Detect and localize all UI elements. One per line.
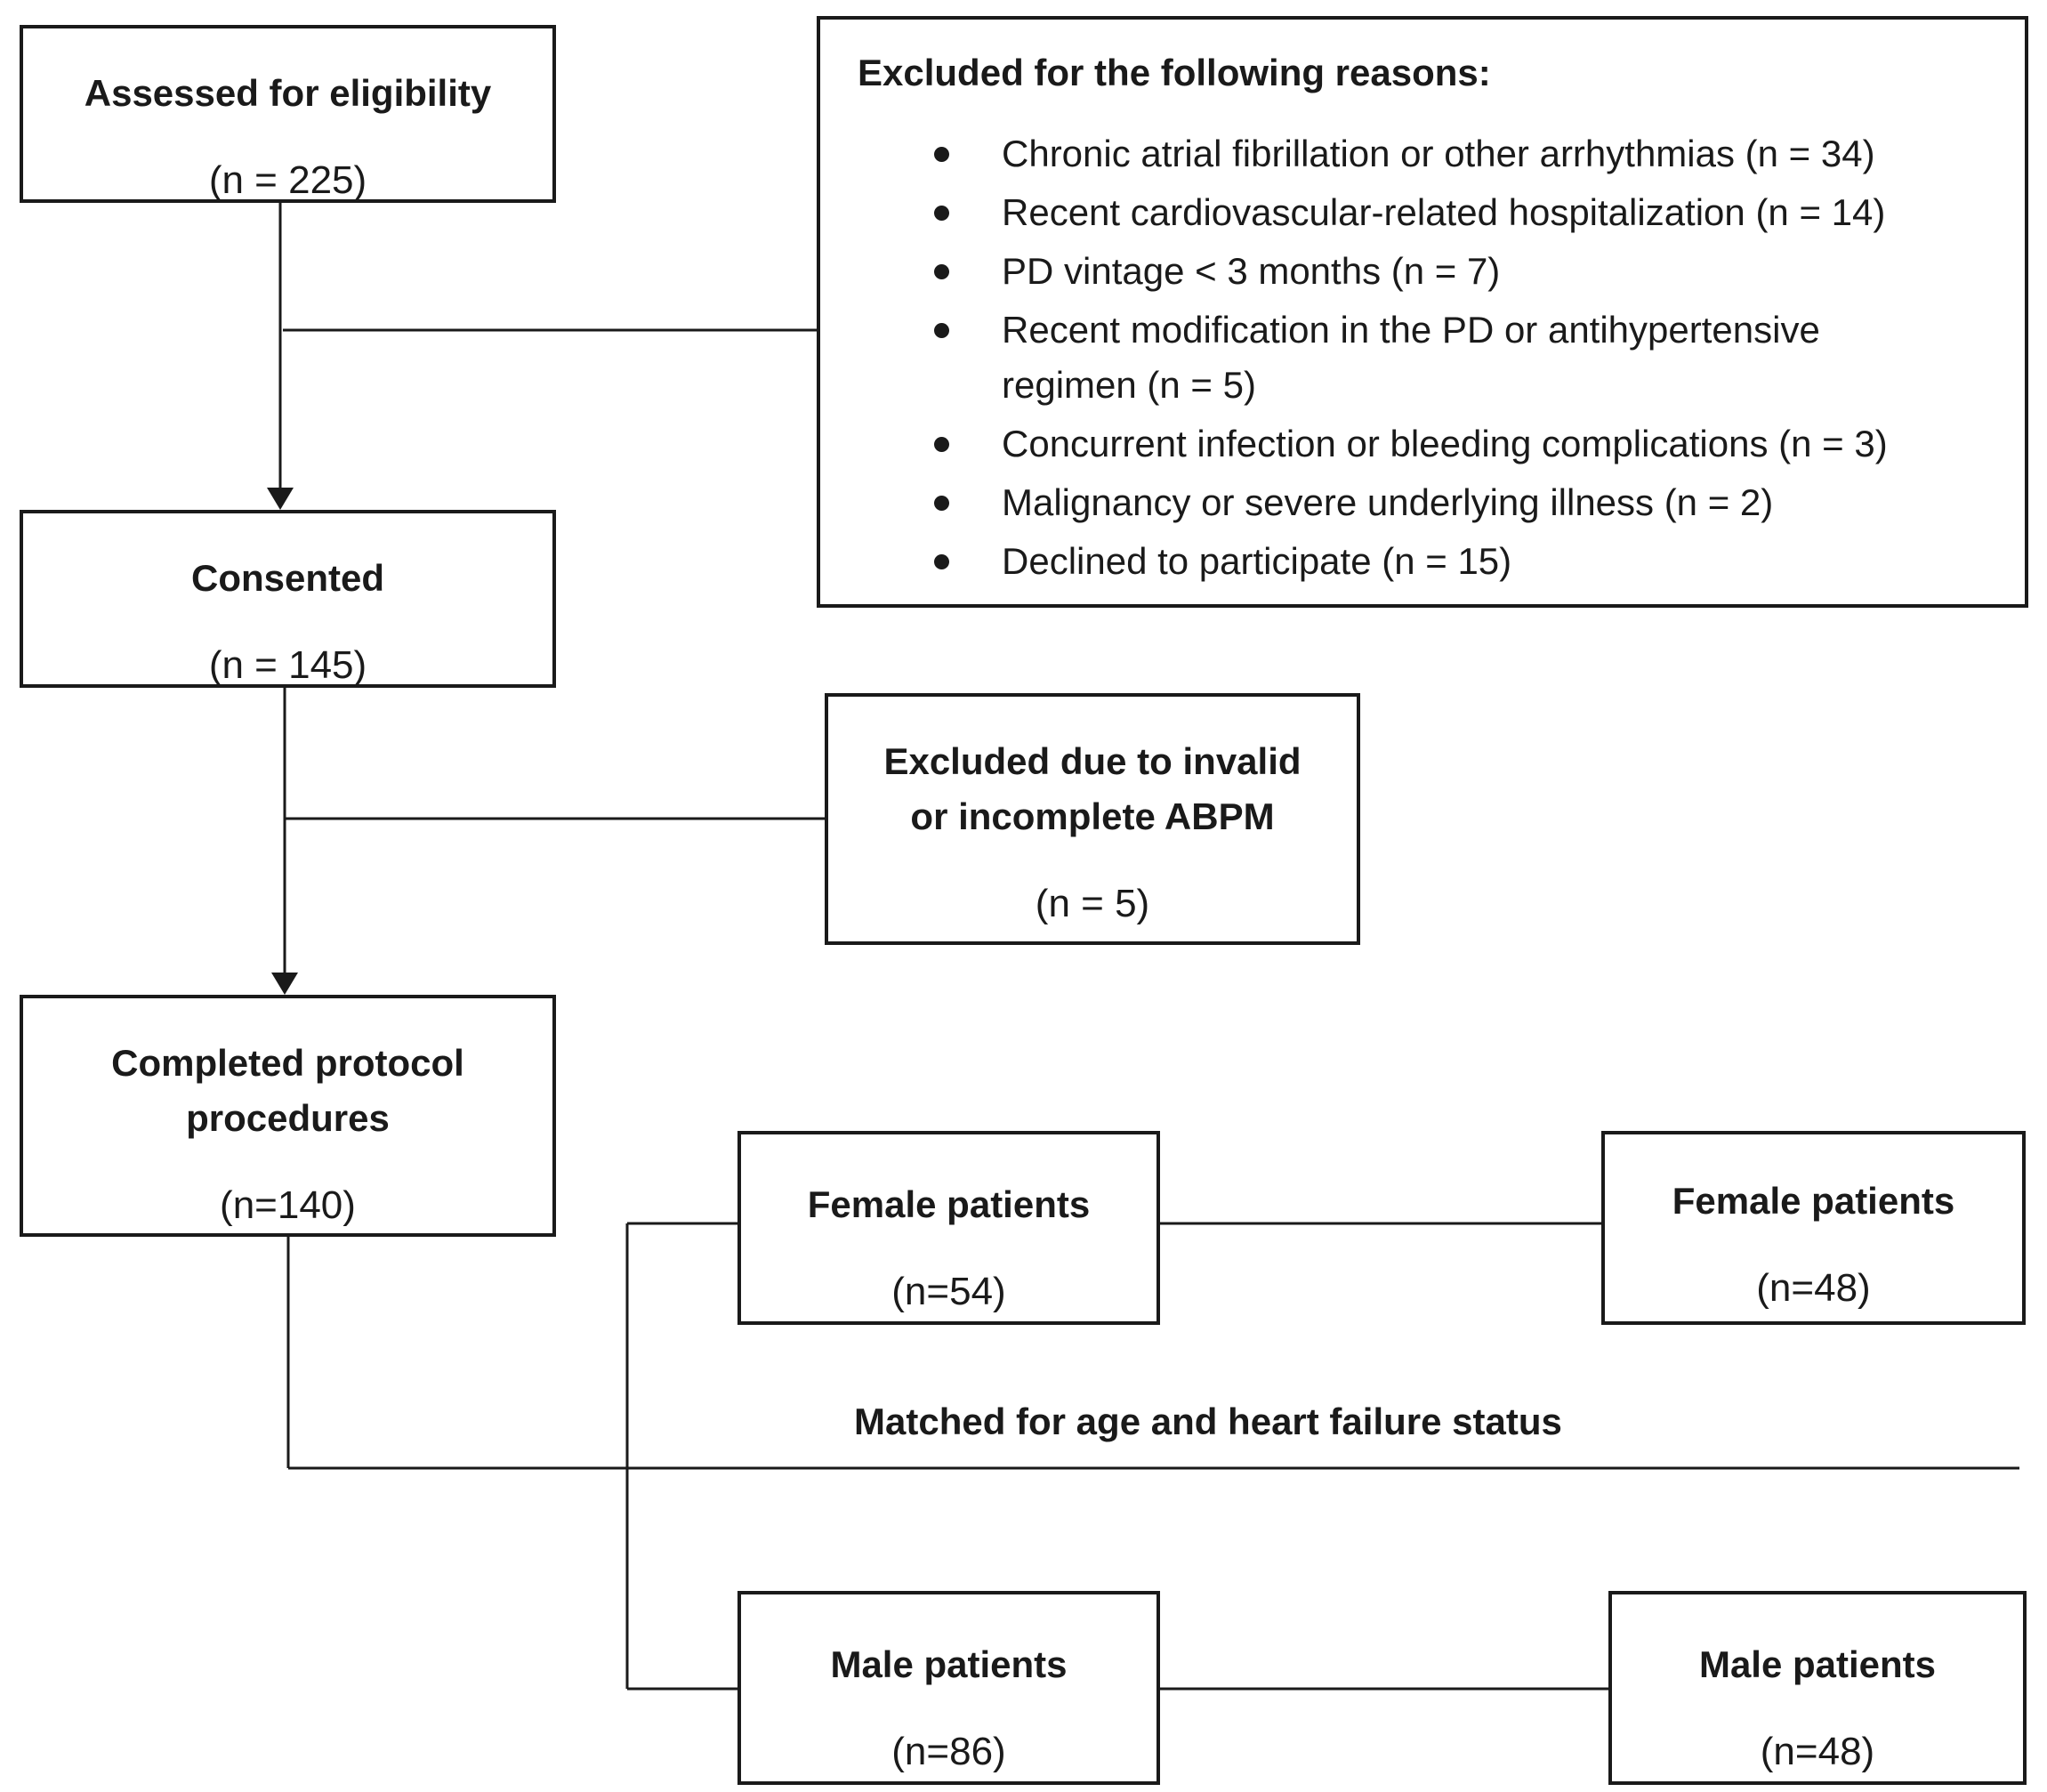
male-patients-before-box: Male patients (n=86) — [737, 1591, 1160, 1785]
reason-text: PD vintage < 3 months (n = 7) — [1002, 250, 1501, 292]
female-after-count: (n=48) — [1756, 1266, 1871, 1310]
invalid-count: (n = 5) — [1035, 882, 1150, 925]
bullet-icon — [934, 147, 949, 162]
invalid-title: Excluded due to invalid or incomplete AB… — [883, 740, 1302, 837]
male-before-title: Male patients — [830, 1643, 1068, 1685]
bullet-icon — [934, 496, 949, 511]
list-item: Concurrent infection or bleeding complic… — [858, 416, 1927, 472]
female-before-title: Female patients — [807, 1183, 1091, 1225]
bullet-icon — [934, 437, 949, 452]
consented-box: Consented (n = 145) — [20, 510, 556, 688]
assessed-title: Assessed for eligibility — [84, 72, 492, 114]
reason-text: Chronic atrial fibrillation or other arr… — [1002, 133, 1875, 174]
male-after-count: (n=48) — [1760, 1730, 1875, 1773]
consented-count: (n = 145) — [208, 643, 367, 687]
matched-label: Matched for age and heart failure status — [854, 1401, 1562, 1442]
excluded-reasons-list: Chronic atrial fibrillation or other arr… — [858, 126, 1989, 589]
assessed-box: Assessed for eligibility (n = 225) — [20, 25, 556, 203]
consented-title: Consented — [190, 557, 384, 599]
male-after-title: Male patients — [1698, 1643, 1937, 1685]
list-item: Recent cardiovascular-related hospitaliz… — [858, 185, 1927, 240]
female-patients-before-box: Female patients (n=54) — [737, 1131, 1160, 1325]
excluded-title: Excluded for the following reasons: — [858, 52, 1491, 93]
reason-text: Malignancy or severe underlying illness … — [1002, 481, 1774, 523]
male-before-count: (n=86) — [891, 1730, 1006, 1773]
excluded-reasons-box: Excluded for the following reasons: Chro… — [817, 16, 2028, 608]
reason-text: Concurrent infection or bleeding complic… — [1002, 423, 1888, 464]
completed-title: Completed protocol procedures — [111, 1042, 464, 1139]
list-item: Malignancy or severe underlying illness … — [858, 475, 1927, 530]
assessed-count: (n = 225) — [208, 158, 367, 202]
bullet-icon — [934, 264, 949, 279]
list-item: Chronic atrial fibrillation or other arr… — [858, 126, 1927, 182]
bullet-icon — [934, 323, 949, 338]
list-item: Recent modification in the PD or antihyp… — [858, 303, 1927, 413]
reason-text: Declined to participate (n = 15) — [1002, 540, 1512, 582]
bullet-icon — [934, 206, 949, 221]
completed-box: Completed protocol procedures (n=140) — [20, 995, 556, 1237]
arrowhead-completed — [271, 973, 298, 995]
reason-text: Recent cardiovascular-related hospitaliz… — [1002, 191, 1886, 233]
completed-count: (n=140) — [220, 1183, 356, 1227]
invalid-abpm-box: Excluded due to invalid or incomplete AB… — [825, 693, 1360, 945]
male-patients-matched-box: Male patients (n=48) — [1608, 1591, 2027, 1785]
bullet-icon — [934, 554, 949, 569]
list-item: Declined to participate (n = 15) — [858, 534, 1927, 589]
list-item: PD vintage < 3 months (n = 7) — [858, 244, 1927, 299]
arrowhead-consented — [267, 488, 294, 510]
female-after-title: Female patients — [1672, 1180, 1955, 1222]
reason-text: Recent modification in the PD or antihyp… — [1002, 309, 1820, 406]
female-patients-matched-box: Female patients (n=48) — [1601, 1131, 2026, 1325]
female-before-count: (n=54) — [891, 1270, 1006, 1313]
